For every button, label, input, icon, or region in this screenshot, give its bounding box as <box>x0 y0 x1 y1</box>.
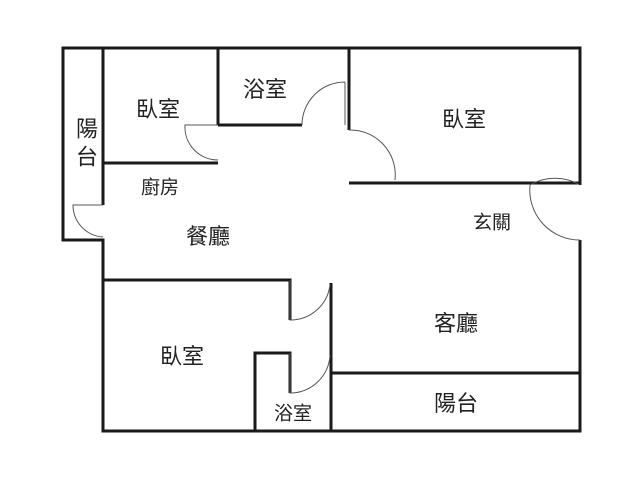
room-label-balcony-bottom: 陽台 <box>433 392 479 417</box>
room-label-balcony-left: 陽台 <box>72 117 97 173</box>
door-bath-top <box>301 81 346 126</box>
door-bedroom-top-right <box>348 129 396 181</box>
room-label-entrance: 玄關 <box>472 211 512 234</box>
room-label-bedroom-top-left: 臥室 <box>135 98 181 123</box>
room-label-bedroom-bottom: 臥室 <box>159 345 205 370</box>
room-label-dining: 餐廳 <box>185 225 231 250</box>
door-bath-bottom <box>289 353 331 394</box>
room-label-bath-top: 浴室 <box>242 78 288 103</box>
room-label-bedroom-top-right: 臥室 <box>441 108 487 133</box>
door-bedroom-bottom <box>289 280 331 321</box>
walls <box>61 46 582 433</box>
door-bedroom-top-left <box>184 124 219 161</box>
room-label-kitchen: 廚房 <box>140 176 180 199</box>
door-entrance <box>529 177 581 241</box>
doors <box>72 81 581 394</box>
door-balcony-left <box>72 204 104 238</box>
room-label-bath-bottom: 浴室 <box>273 402 313 425</box>
room-label-living: 客廳 <box>433 312 479 337</box>
